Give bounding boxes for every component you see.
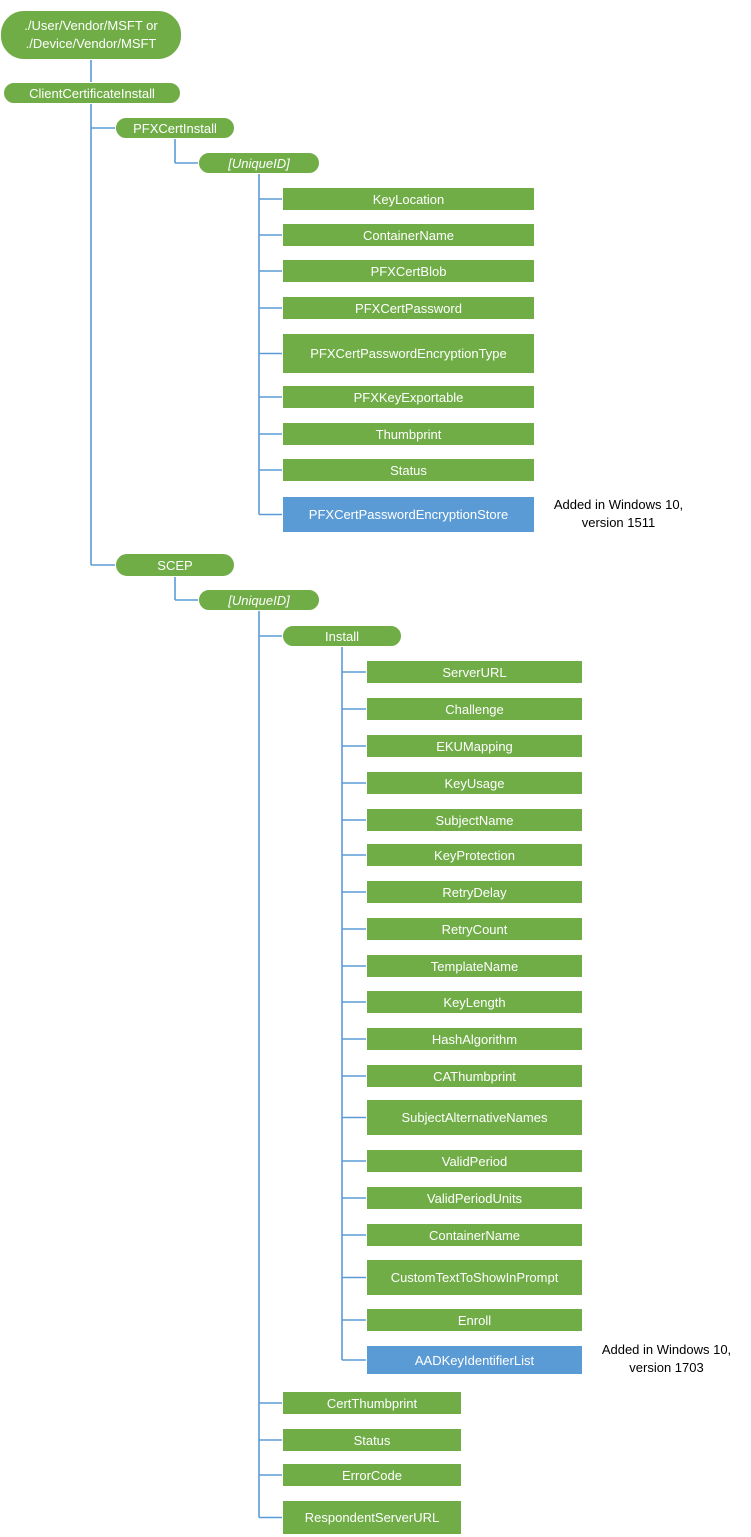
pfx-status-node: Status (282, 458, 535, 482)
pfx-pfx-cert-password-node: PFXCertPassword (282, 296, 535, 320)
pfx-note-line-2: version 1511 (581, 515, 656, 530)
install-node: Install (282, 625, 402, 647)
pfx-thumbprint-node: Thumbprint (282, 422, 535, 446)
install-hash-algorithm-node: HashAlgorithm (366, 1027, 583, 1051)
scep-error-code-node: ErrorCode (282, 1463, 462, 1487)
install-retry-delay-node: RetryDelay (366, 880, 583, 904)
root-line-1: ./User/Vendor/MSFT or (24, 18, 158, 33)
scep-node: SCEP (115, 553, 235, 577)
pfx-pfx-key-exportable-node: PFXKeyExportable (282, 385, 535, 409)
scep-status-node: Status (282, 1428, 462, 1452)
install-template-name-node: TemplateName (366, 954, 583, 978)
install-key-length-node: KeyLength (366, 990, 583, 1014)
install-note-line-2: version 1703 (629, 1360, 704, 1375)
pfx-pfx-cert-password-encryption-type-node: PFXCertPasswordEncryptionType (282, 333, 535, 374)
install-subject-name-node: SubjectName (366, 808, 583, 832)
scep-respondent-server-url-node: RespondentServerURL (282, 1500, 462, 1535)
pfx-pfx-cert-password-encryption-store-node: PFXCertPasswordEncryptionStore (282, 496, 535, 533)
install-valid-period-units-node: ValidPeriodUnits (366, 1186, 583, 1210)
pfx-key-location-node: KeyLocation (282, 187, 535, 211)
install-note-line-1: Added in Windows 10, (601, 1342, 732, 1357)
root-node: ./User/Vendor/MSFT or ./Device/Vendor/MS… (0, 10, 182, 60)
install-container-name-node: ContainerName (366, 1223, 583, 1247)
install-enroll-node: Enroll (366, 1308, 583, 1332)
pfx-unique-id-node: [UniqueID] (198, 152, 320, 174)
client-certificate-install-node: ClientCertificateInstall (3, 82, 181, 104)
install-custom-text-to-show-in-prompt-node: CustomTextToShowInPrompt (366, 1259, 583, 1296)
install-key-protection-node: KeyProtection (366, 843, 583, 867)
install-aad-key-identifier-list-node: AADKeyIdentifierList (366, 1345, 583, 1375)
root-line-2: ./Device/Vendor/MSFT (25, 36, 157, 51)
install-subject-alternative-names-node: SubjectAlternativeNames (366, 1099, 583, 1136)
install-valid-period-node: ValidPeriod (366, 1149, 583, 1173)
install-version-note: Added in Windows 10, version 1703 (589, 1341, 744, 1377)
scep-cert-thumbprint-node: CertThumbprint (282, 1391, 462, 1415)
install-server-url-node: ServerURL (366, 660, 583, 684)
pfx-container-name-node: ContainerName (282, 223, 535, 247)
install-challenge-node: Challenge (366, 697, 583, 721)
install-key-usage-node: KeyUsage (366, 771, 583, 795)
pfx-pfx-cert-blob-node: PFXCertBlob (282, 259, 535, 283)
pfx-note-line-1: Added in Windows 10, (553, 497, 684, 512)
scep-unique-id-node: [UniqueID] (198, 589, 320, 611)
install-retry-count-node: RetryCount (366, 917, 583, 941)
install-ca-thumbprint-node: CAThumbprint (366, 1064, 583, 1088)
install-eku-mapping-node: EKUMapping (366, 734, 583, 758)
pfx-cert-install-node: PFXCertInstall (115, 117, 235, 139)
pfx-version-note: Added in Windows 10, version 1511 (541, 496, 696, 532)
